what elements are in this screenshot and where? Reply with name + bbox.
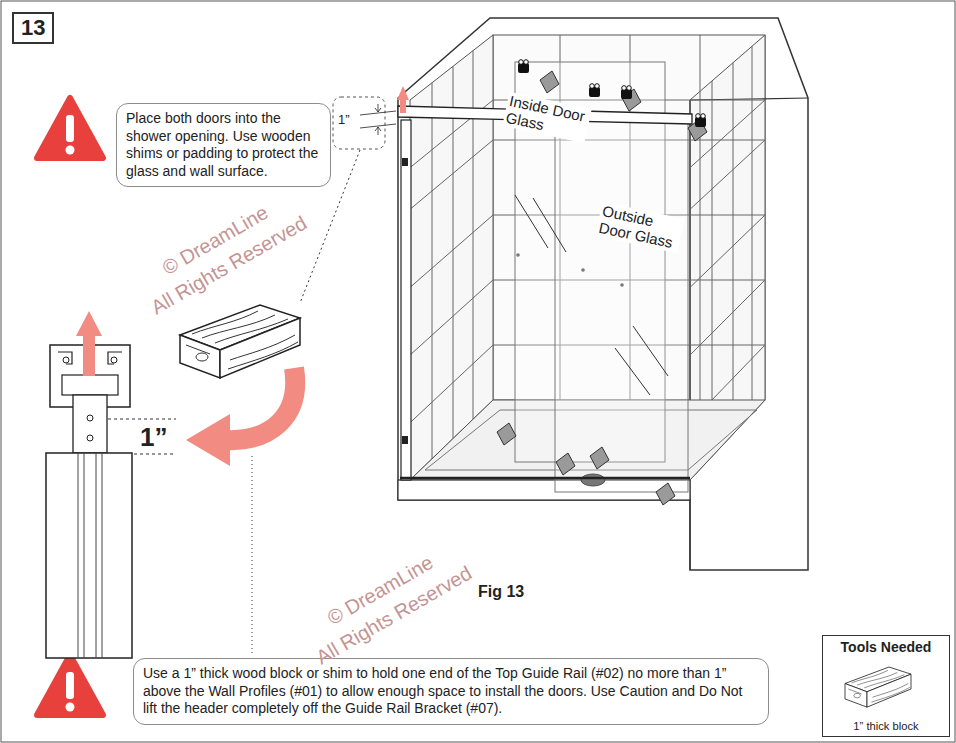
roller-wheel [524, 60, 529, 65]
drawing-circle [63, 357, 69, 363]
shim [540, 71, 559, 93]
drawing-g [497, 60, 707, 505]
drawing-rect [62, 375, 118, 395]
box-text: 1” thick block [823, 720, 949, 736]
drawing-polygon [186, 414, 230, 466]
shim [622, 89, 641, 111]
box-text: 13 [21, 14, 45, 42]
drawing-path [37, 655, 103, 715]
drawing-circle [87, 435, 93, 441]
drawing-circle [620, 283, 624, 287]
box-text: Place both doors into the shower opening… [126, 110, 321, 180]
drawing-circle [66, 703, 75, 712]
drawing-polygon [76, 311, 102, 336]
drawing-rect [46, 453, 132, 658]
tile-line [473, 51, 474, 420]
roller-body [621, 89, 632, 99]
drawing-rect [66, 115, 74, 142]
drawing-polygon [397, 86, 409, 100]
tile-line [690, 140, 765, 209]
figure-caption: Fig 13 [478, 583, 524, 601]
drawing-circle [111, 357, 117, 363]
tile-line [690, 215, 765, 287]
drawing-circle [87, 415, 93, 421]
drawing-line [108, 419, 176, 420]
drawing-path [78, 453, 102, 658]
drawing-circle [66, 146, 75, 155]
shim [590, 447, 609, 469]
drawing-line [134, 454, 176, 455]
tile-line [410, 280, 493, 355]
shim [497, 423, 516, 445]
tile-line [752, 46, 753, 414]
roller [695, 114, 706, 127]
roller-body [518, 63, 529, 73]
roller-wheel [696, 114, 701, 119]
drawing-use [845, 667, 911, 707]
shim [556, 453, 575, 475]
drawing-rect [400, 99, 406, 113]
drawing-path [226, 368, 295, 440]
tile-line [410, 215, 493, 287]
drawing-path [375, 104, 381, 135]
tile-line [733, 63, 734, 434]
drawing-rect [401, 120, 411, 480]
warning-callout: Place both doors into the shower opening… [116, 103, 331, 187]
part-label: Outside Door Glass [595, 202, 684, 254]
roller-wheel [519, 60, 524, 65]
dimension-label: 1” [338, 113, 350, 127]
drawing-rect [333, 97, 385, 149]
drawing-use [180, 305, 300, 378]
drawing-circle [581, 268, 585, 272]
drawing-rect [555, 120, 688, 492]
tile-line [432, 83, 433, 459]
warning-callout: Use a 1” thick wood block or shim to hol… [133, 658, 769, 725]
tile-line [410, 140, 493, 209]
drawing-rect [83, 334, 95, 376]
tile-line [410, 345, 493, 423]
tile-line [690, 280, 765, 355]
roller [621, 86, 632, 99]
roller-body [589, 87, 600, 97]
roller-wheel [701, 114, 706, 119]
tools-needed-box: Tools Needed 1” thick block [822, 635, 950, 737]
drawing-line [400, 477, 690, 480]
roller-wheel [590, 84, 595, 89]
roller [518, 60, 529, 73]
tile-line [453, 66, 454, 438]
step-number-box: 13 [12, 12, 54, 44]
part-label: Inside Door Glass [502, 92, 591, 144]
roller-wheel [627, 86, 632, 91]
drawing-path [37, 98, 103, 158]
drawing-circle [516, 253, 520, 257]
drawing-rect [66, 672, 74, 699]
drawing-rect [402, 436, 408, 444]
box-text: Use a 1” thick wood block or shim to hol… [143, 665, 759, 718]
drawing-line [252, 456, 253, 656]
drawing-polygon [398, 18, 808, 570]
roller-body [695, 117, 706, 127]
roller [589, 84, 600, 97]
roller-wheel [595, 84, 600, 89]
drawing-rect [73, 395, 107, 453]
box-heading: Tools Needed [823, 636, 949, 655]
roller-wheel [622, 86, 627, 91]
shim [656, 483, 675, 505]
drawing-rect [402, 158, 408, 166]
dimension-label: 1” [140, 423, 167, 452]
